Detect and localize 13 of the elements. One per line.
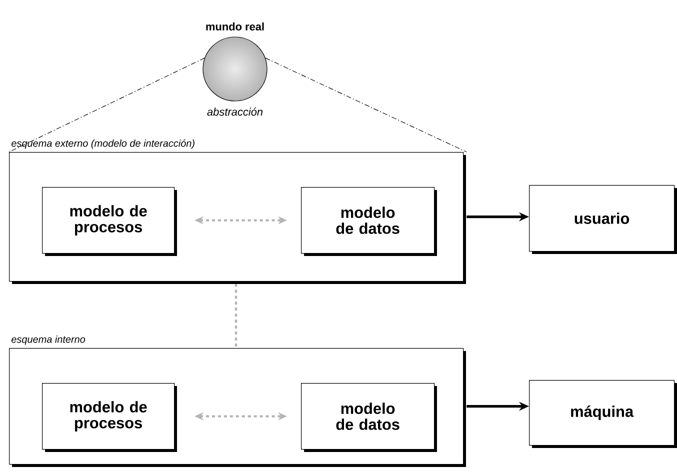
node-label: abstracción	[207, 108, 263, 116]
leader-line	[8, 58, 205, 152]
process-box: modelo de datos	[301, 186, 437, 256]
node-label: esquema externo (modelo de interacción)	[12, 139, 194, 149]
process-box: modelo de datos	[301, 383, 437, 452]
process-box: modelo de procesos	[42, 186, 177, 256]
process-box: máquina	[529, 380, 677, 448]
node-label: mundo real	[206, 22, 264, 30]
node-label: esquema interno	[12, 336, 86, 345]
process-box: modelo de procesos	[42, 383, 177, 452]
leader-line	[265, 58, 467, 152]
process-box: usuario	[529, 184, 677, 254]
sphere: mundo real	[202, 22, 268, 102]
